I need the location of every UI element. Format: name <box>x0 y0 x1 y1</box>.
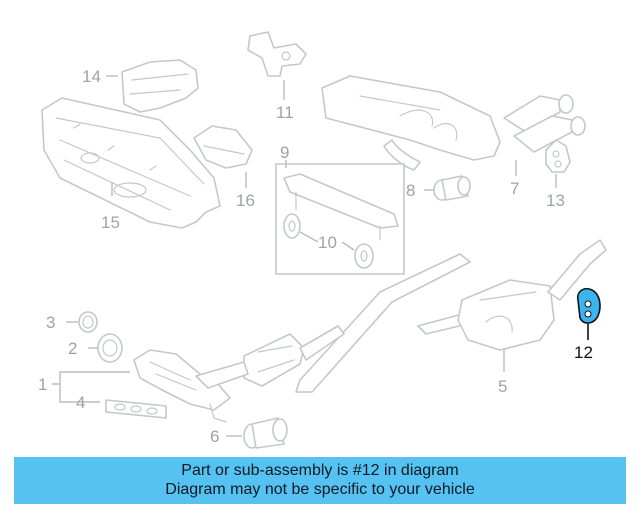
part-14-heat-shield[interactable] <box>121 59 199 113</box>
callout-7: 7 <box>510 179 519 198</box>
part-5-pipe-and-muffler[interactable] <box>295 239 607 393</box>
callout-13: 13 <box>546 191 565 210</box>
part-3-gasket[interactable] <box>78 311 98 333</box>
callout-14: 14 <box>82 67 101 86</box>
callout-15: 15 <box>101 213 120 232</box>
part-7-rear-muffler[interactable] <box>321 75 586 171</box>
callout-3: 3 <box>46 313 55 332</box>
callout-9: 9 <box>280 143 289 162</box>
part-6-clamp[interactable] <box>243 417 288 449</box>
leader-lines <box>52 75 557 437</box>
part-1-catalytic-converter[interactable] <box>133 325 345 423</box>
callout-4: 4 <box>76 393 85 412</box>
callout-10: 10 <box>318 233 337 252</box>
part-15-heat-shield[interactable] <box>41 97 221 229</box>
part-12-exhaust-hanger[interactable] <box>576 287 601 324</box>
banner-line-part-number: Part or sub-assembly is #12 in diagram <box>181 462 459 479</box>
callout-8: 8 <box>406 181 415 200</box>
callout-6: 6 <box>210 427 219 446</box>
part-2-gasket[interactable] <box>97 333 123 363</box>
part-11-bracket[interactable] <box>247 31 307 77</box>
callout-12: 12 <box>574 343 593 362</box>
callout-11: 11 <box>276 103 294 122</box>
part-13-hanger[interactable] <box>545 139 571 173</box>
callout-5: 5 <box>498 377 507 396</box>
callout-1: 1 <box>38 375 47 394</box>
callout-2: 2 <box>68 339 77 358</box>
part-4-gasket-plate[interactable] <box>105 399 167 419</box>
part-16-heat-shield[interactable] <box>193 125 253 169</box>
part-9-mount-bracket-group[interactable] <box>275 163 405 275</box>
callout-16: 16 <box>236 191 255 210</box>
info-banner: Part or sub-assembly is #12 in diagram D… <box>14 457 626 504</box>
part-8-clamp[interactable] <box>433 175 471 201</box>
banner-line-disclaimer: Diagram may not be specific to your vehi… <box>165 481 475 498</box>
